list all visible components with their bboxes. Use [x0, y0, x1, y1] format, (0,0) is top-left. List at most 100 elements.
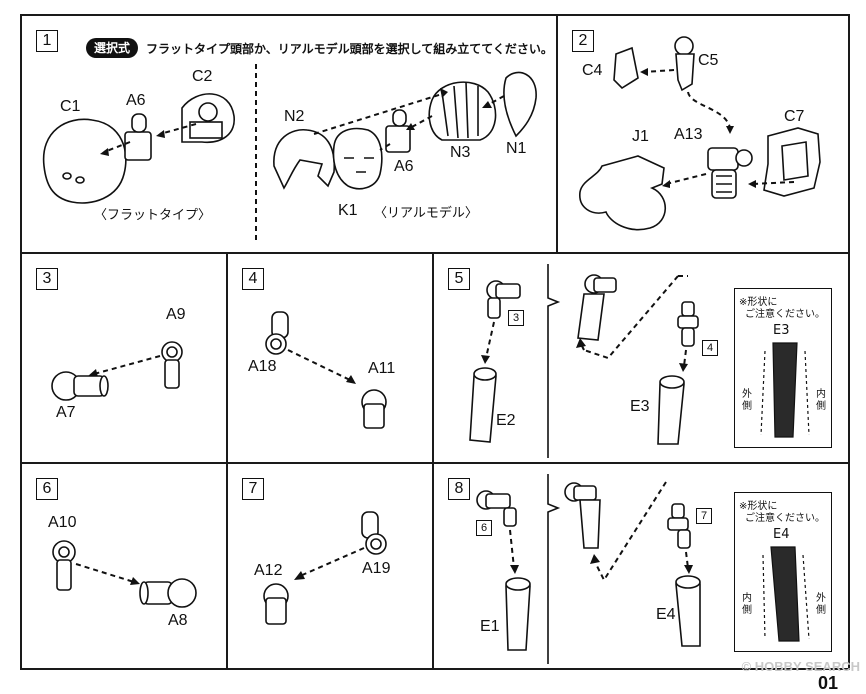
step-1-panel: 1 選択式 フラットタイプ頭部か、リアルモデル頭部を選択して組み立ててください。 — [20, 14, 558, 254]
step-number: 7 — [242, 478, 264, 500]
part-c4 — [613, 46, 639, 90]
a8-opening — [139, 581, 149, 605]
selection-badge: 選択式 — [86, 38, 138, 58]
part-elbow-rod — [487, 297, 501, 319]
label-n3: N3 — [450, 144, 471, 161]
step-7-panel: 7 A12 A19 — [226, 462, 434, 670]
step-number: 6 — [36, 478, 58, 500]
step-8-diagram — [476, 474, 701, 664]
part-j1-chest — [579, 155, 666, 231]
a7-opening — [99, 375, 109, 397]
label-c1: C1 — [60, 98, 81, 115]
shape-note-e4: ※形状に ご注意ください。 E4 内側 外側 — [734, 492, 832, 652]
label-n2: N2 — [284, 108, 305, 125]
note-part-e3: E3 — [773, 323, 790, 338]
step-number: 3 — [36, 268, 58, 290]
e4-silhouette — [770, 546, 800, 642]
step-2-panel: 2 C4 C5 J1 A13 C7 — [556, 14, 850, 254]
label-a13: A13 — [674, 126, 703, 143]
part-a9-socket — [161, 341, 183, 363]
part-a11-rod — [363, 403, 385, 429]
label-a11: A11 — [368, 360, 396, 377]
part-upper-top — [593, 277, 617, 293]
part-c7 — [763, 127, 821, 197]
e3-opening — [659, 375, 685, 389]
a18-hole — [270, 338, 282, 350]
arrow-a13-to-j1 — [665, 173, 707, 185]
part-elbow-arm — [485, 493, 511, 509]
label-e4: E4 — [656, 606, 676, 623]
arrowhead — [662, 180, 670, 188]
part-connector — [677, 315, 699, 329]
caption-flat-type: 〈フラットタイプ〉 — [94, 208, 212, 223]
label-a8: A8 — [168, 612, 188, 629]
label-a6-real: A6 — [394, 158, 414, 175]
label-a6-flat: A6 — [126, 92, 146, 109]
step-3-panel: 3 A9 A7 — [20, 252, 228, 464]
e1-opening — [505, 577, 531, 591]
label-a12: A12 — [254, 562, 283, 579]
step-number: 8 — [448, 478, 470, 500]
arrow-c5-to-c4 — [643, 69, 675, 73]
part-elbow-arm — [495, 283, 521, 299]
n3-hair-lines — [441, 81, 479, 139]
watermark: © HOBBY SEARCH — [741, 659, 860, 674]
step-5-panel: 5 3 4 E2 E3 ※形状に ご注意ください。 E3 — [432, 252, 850, 464]
step-5-diagram — [469, 264, 699, 458]
arrowhead — [294, 571, 305, 580]
part-upper-top — [573, 485, 597, 501]
label-k1: K1 — [338, 202, 358, 219]
arrow-down-to-e2 — [485, 321, 495, 359]
arrowhead — [576, 338, 586, 348]
arrowhead — [482, 101, 492, 108]
a13-right-ball — [735, 149, 753, 167]
step-6-diagram — [52, 540, 197, 608]
arrow-c5-to-a13 — [687, 91, 731, 129]
arrowhead — [156, 130, 165, 138]
a10-hole — [58, 546, 70, 558]
label-e3: E3 — [630, 398, 650, 415]
part-connector-rod — [677, 529, 691, 549]
part-connector — [667, 517, 689, 531]
label-a10: A10 — [48, 514, 77, 531]
label-a18: A18 — [248, 358, 277, 375]
part-c1-flat-head — [42, 118, 127, 204]
arrowhead — [100, 148, 109, 156]
note-line-2: ご注意ください。 — [745, 513, 825, 524]
step-6-panel: 6 A10 A8 — [20, 462, 228, 670]
arrow-a9-to-a7 — [93, 355, 161, 375]
e4-opening — [675, 575, 701, 589]
part-elbow-rod — [503, 507, 517, 527]
arrowhead — [590, 554, 600, 564]
note-line-2: ご注意ください。 — [745, 309, 825, 320]
label-c5: C5 — [698, 52, 719, 69]
c2-frame — [189, 121, 223, 139]
step-2-diagram — [579, 36, 821, 231]
part-a13 — [707, 147, 739, 171]
label-a19: A19 — [362, 560, 391, 577]
arrowhead — [481, 355, 490, 364]
note-part-e4: E4 — [773, 527, 790, 542]
step-number: 2 — [572, 30, 594, 52]
label-n1: N1 — [506, 140, 527, 157]
part-upper-arm — [577, 293, 605, 341]
arrowhead — [440, 88, 448, 98]
part-a6-joint — [124, 131, 152, 161]
note-side-outer: 外側 — [816, 593, 826, 616]
step-number: 1 — [36, 30, 58, 52]
step-4-diagram — [265, 311, 387, 429]
note-line-1: ※形状に — [739, 501, 778, 512]
arrow-a18-to-a11 — [287, 349, 351, 381]
arrow-a19-to-a12 — [299, 547, 365, 577]
part-c5 — [675, 53, 695, 92]
step-8-panel: 8 6 7 E1 E4 ※形状に ご注意ください。 E4 内側 外側 — [432, 462, 850, 670]
a13-ridges — [716, 175, 732, 193]
sub-step-separator — [547, 264, 561, 458]
a6-peg — [131, 113, 147, 133]
part-c5-ball — [674, 36, 694, 56]
arrow-down-to-e1 — [509, 529, 515, 569]
label-e2: E2 — [496, 412, 516, 429]
step-4-panel: 4 A18 A11 — [226, 252, 434, 464]
arrowhead — [406, 123, 415, 130]
note-line-1: ※形状に — [739, 297, 778, 308]
